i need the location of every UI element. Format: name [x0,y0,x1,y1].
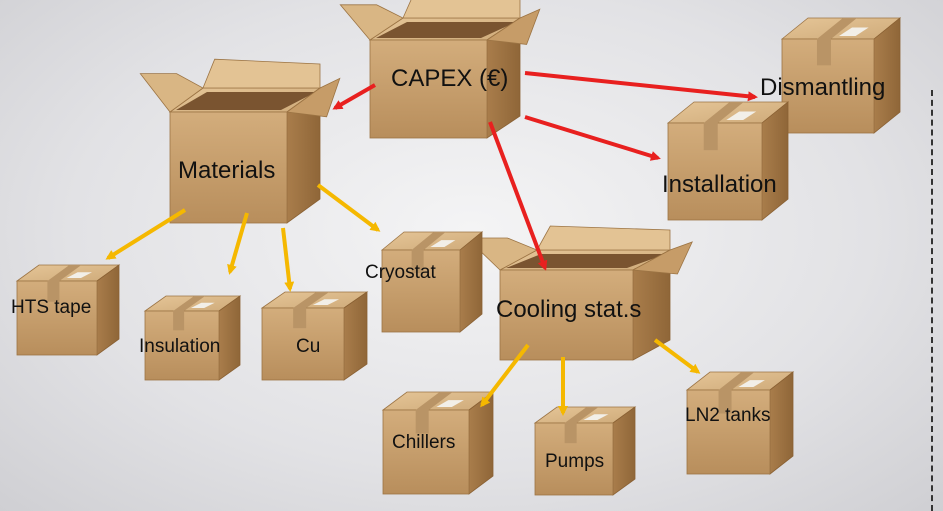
materials-label: Materials [178,157,275,184]
dismantling-label: Dismantling [760,74,885,101]
arrow-capex-to-materials [332,83,376,110]
dashed-border [931,90,933,511]
arrow-materials-to-cryostat [316,183,381,232]
installation-label: Installation [662,171,777,198]
cryostat-box [380,231,484,333]
arrow-cooling-to-ln2 [653,338,701,374]
hts-tape-label: HTS tape [11,297,91,318]
insulation-box [143,295,242,381]
arrow-materials-to-insulation [227,212,249,275]
cooling-stations-label: Cooling stat.s [496,296,641,323]
arrow-materials-to-hts [105,208,187,260]
cryostat-label: Cryostat [365,262,436,283]
capex-box [339,0,541,139]
arrow-capex-to-cooling [488,121,548,271]
arrow-capex-to-installation [524,115,661,161]
ln2-tanks-label: LN2 tanks [685,405,771,426]
insulation-label: Insulation [139,336,220,357]
cu-label: Cu [296,336,320,357]
arrow-capex-to-dismantling [524,71,758,102]
cu-box [260,291,369,381]
pumps-label: Pumps [545,451,604,472]
arrow-materials-to-cu [281,227,295,292]
chillers-label: Chillers [392,432,455,453]
hts-tape-box [15,264,121,356]
chillers-box [381,391,495,495]
cooling-box [465,225,693,361]
installation-box [666,101,790,221]
arrow-cooling-to-chillers [480,343,530,408]
capex-label: CAPEX (€) [391,65,508,92]
ln2-tanks-box [685,371,795,475]
dismantling-box [780,17,902,134]
materials-box [139,58,341,224]
